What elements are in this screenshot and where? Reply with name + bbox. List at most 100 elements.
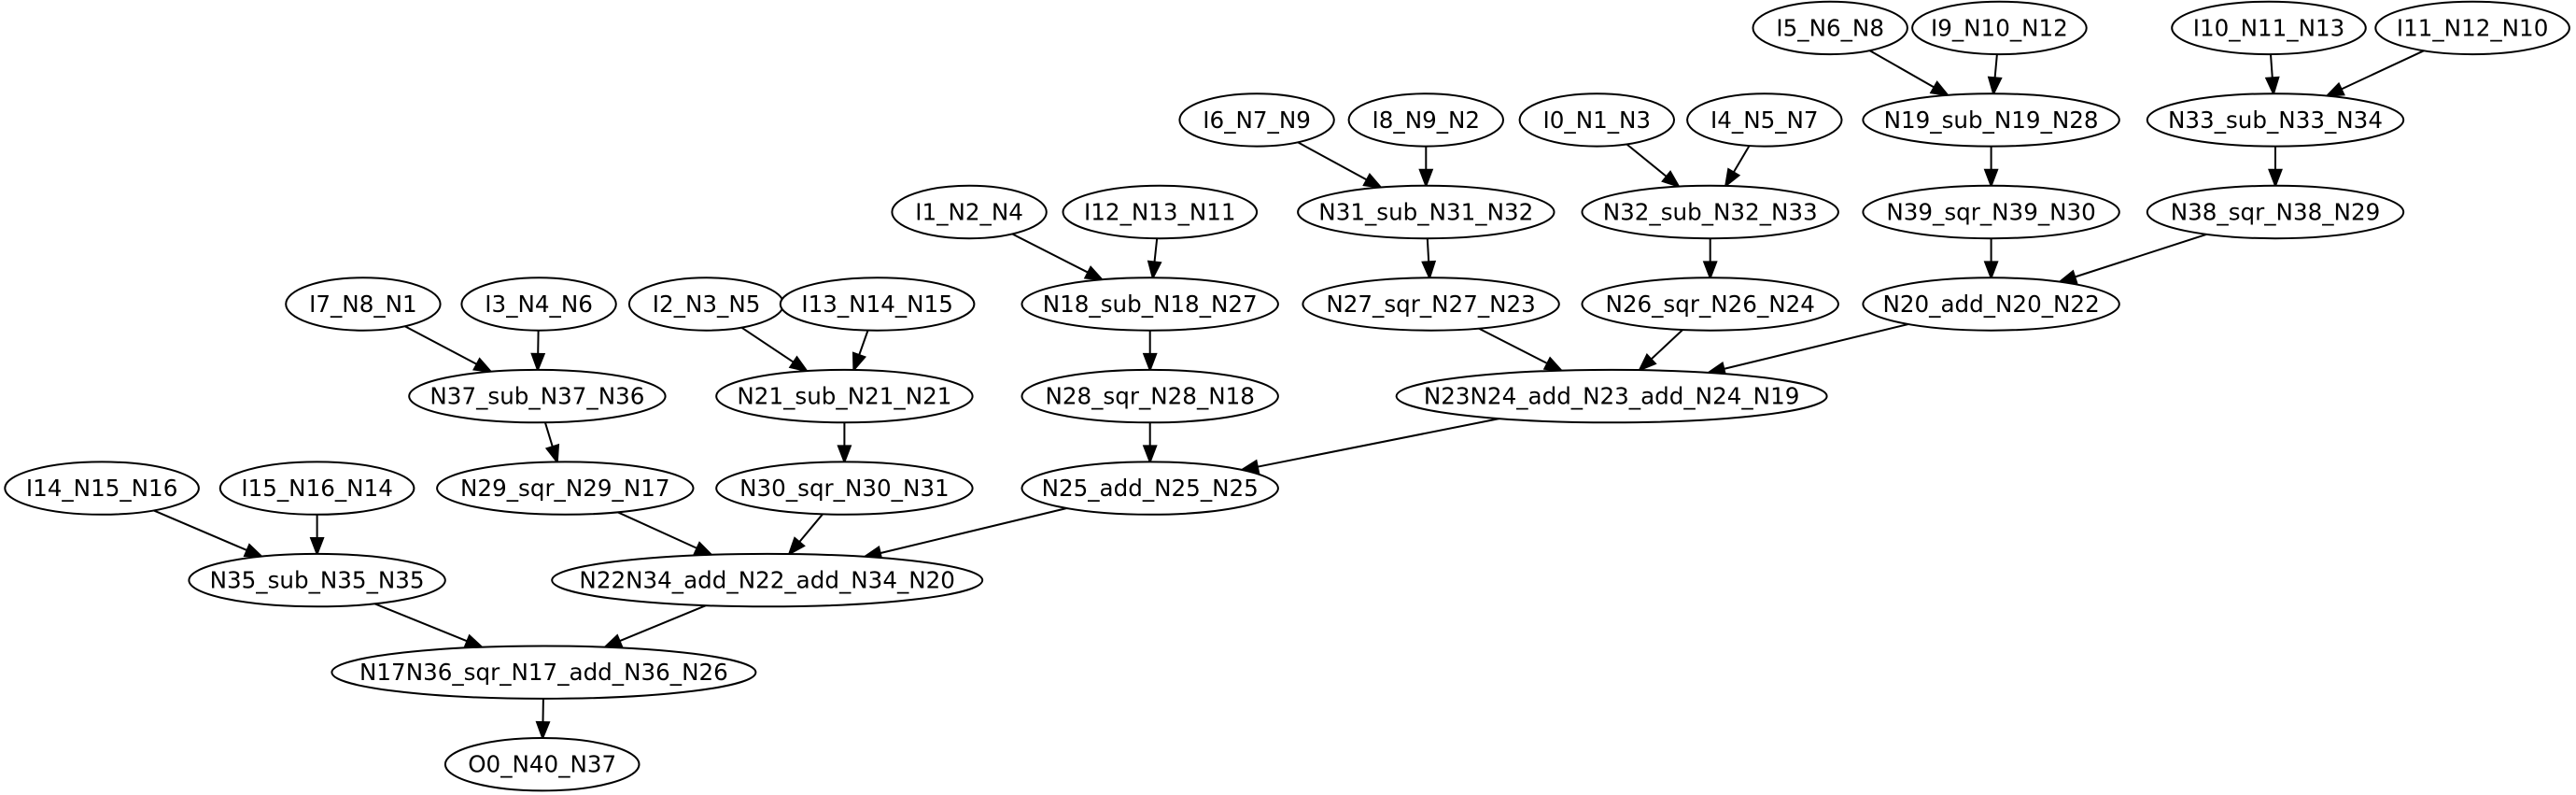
- arrowhead: [1421, 260, 1437, 281]
- node-ellipse: [1862, 277, 2120, 332]
- arrowhead: [1362, 173, 1384, 189]
- node-N18_sub_N18_N27: N18_sub_N18_N27: [1021, 277, 1279, 332]
- node-ellipse: [2374, 0, 2570, 56]
- edge-I13_N14_N15-to-N21_sub_N21_N21: [852, 330, 869, 373]
- arrowhead: [1418, 168, 1434, 189]
- node-label: N22N34_add_N22_add_N34_N20: [579, 567, 955, 594]
- edge-line: [543, 421, 554, 447]
- edge-N21_sub_N21_N21-to-N30_sqr_N30_N31: [837, 422, 852, 465]
- arrowhead: [1147, 260, 1162, 281]
- edge-N39_sqr_N39_N30-to-N20_add_N20_N22: [1983, 238, 1999, 281]
- node-ellipse: [2146, 184, 2405, 240]
- arrowhead: [1987, 76, 2003, 97]
- edge-I9_N10_N12-to-N19_sub_N19_N28: [1987, 54, 2003, 97]
- node-N38_sqr_N38_N29: N38_sqr_N38_N29: [2146, 184, 2405, 240]
- node-label: N38_sqr_N38_N29: [2171, 199, 2381, 226]
- arrowhead: [1142, 445, 1158, 465]
- node-N21_sub_N21_N21: N21_sub_N21_N21: [715, 368, 974, 424]
- node-N22N34_add_N22_add_N34_N20: N22N34_add_N22_add_N34_N20: [551, 552, 984, 608]
- edge-N22N34_add_N22_add_N34_N20-to-N17N36_sqr_N17_add_N36_N26: [602, 604, 707, 648]
- node-I2_N3_N5: I2_N3_N5: [627, 277, 785, 332]
- node-I7_N8_N1: I7_N8_N1: [285, 277, 442, 332]
- arrowhead: [1142, 352, 1158, 373]
- node-ellipse: [551, 552, 984, 608]
- node-label: N28_sqr_N28_N18: [1045, 383, 1255, 410]
- edge-line: [1297, 141, 1368, 181]
- node-ellipse: [1581, 184, 1839, 240]
- edge-line: [1732, 145, 1751, 173]
- edge-line: [2341, 50, 2425, 91]
- edge-N25_add_N25_N25-to-N22N34_add_N22_add_N34_N20: [862, 507, 1067, 561]
- edge-line: [619, 604, 707, 643]
- node-N31_sub_N31_N32: N31_sub_N31_N32: [1297, 184, 1555, 240]
- edge-I0_N1_N3-to-N32_sub_N32_N33: [1626, 143, 1682, 189]
- node-ellipse: [779, 277, 976, 332]
- node-N33_sub_N33_N34: N33_sub_N33_N34: [2146, 92, 2405, 148]
- node-label: N19_sub_N19_N28: [1884, 106, 2099, 134]
- node-label: N23N24_add_N23_add_N24_N19: [1424, 383, 1800, 410]
- edge-N23N24_add_N23_add_N24_N19-to-N25_add_N25_N25: [1239, 418, 1499, 475]
- node-ellipse: [1178, 92, 1335, 148]
- node-label: N33_sub_N33_N34: [2168, 106, 2383, 134]
- arrowhead: [2057, 269, 2078, 284]
- edge-line: [858, 330, 869, 356]
- node-label: I6_N7_N9: [1203, 106, 1311, 134]
- node-ellipse: [2171, 0, 2367, 56]
- edge-I3_N4_N6-to-N37_sub_N37_N36: [530, 330, 546, 373]
- node-N32_sub_N32_N33: N32_sub_N32_N33: [1581, 184, 1839, 240]
- node-label: I13_N14_N15: [801, 291, 953, 318]
- node-N28_sqr_N28_N18: N28_sqr_N28_N18: [1021, 368, 1279, 424]
- node-ellipse: [1395, 368, 1828, 424]
- node-N25_add_N25_N25: N25_add_N25_N25: [1021, 461, 1279, 516]
- node-ellipse: [1752, 0, 1908, 56]
- node-N23N24_add_N23_add_N24_N19: N23N24_add_N23_add_N24_N19: [1395, 368, 1828, 424]
- node-label: N18_sub_N18_N27: [1043, 291, 1258, 318]
- arrowhead: [535, 720, 551, 741]
- edge-line: [1257, 418, 1499, 468]
- edge-line: [617, 511, 697, 549]
- edge-line: [2074, 233, 2207, 278]
- node-ellipse: [1347, 92, 1505, 148]
- arrowhead: [243, 543, 264, 558]
- node-I3_N4_N6: I3_N4_N6: [460, 277, 617, 332]
- edge-N26_sqr_N26_N24-to-N23N24_add_N23_add_N24_N19: [1637, 329, 1683, 373]
- arrowhead: [2268, 168, 2283, 189]
- node-I14_N15_N16: I14_N15_N16: [4, 461, 200, 516]
- node-ellipse: [1021, 277, 1279, 332]
- node-label: I10_N11_N13: [2193, 14, 2345, 41]
- node-ellipse: [1686, 92, 1843, 148]
- node-label: I7_N8_N1: [309, 291, 417, 318]
- arrowhead: [837, 445, 852, 465]
- node-N20_add_N20_N22: N20_add_N20_N22: [1862, 277, 2120, 332]
- arrowhead: [1542, 356, 1564, 372]
- node-N29_sqr_N29_N17: N29_sqr_N29_N17: [436, 461, 695, 516]
- node-ellipse: [1021, 368, 1279, 424]
- edge-N29_sqr_N29_N17-to-N22N34_add_N22_add_N34_N20: [617, 511, 714, 557]
- edge-line: [374, 603, 468, 643]
- edge-I6_N7_N9-to-N31_sub_N31_N32: [1297, 141, 1384, 189]
- edge-line: [1724, 323, 1909, 370]
- arrowhead: [463, 633, 485, 648]
- node-ellipse: [1062, 184, 1259, 240]
- node-ellipse: [1862, 184, 2120, 240]
- edge-I12_N13_N11-to-N18_sub_N18_N27: [1147, 237, 1162, 281]
- edge-line: [1650, 329, 1683, 361]
- edge-line: [1993, 54, 1998, 78]
- node-N27_sqr_N27_N23: N27_sqr_N27_N23: [1302, 277, 1560, 332]
- arrowhead: [309, 537, 325, 557]
- node-ellipse: [2146, 92, 2405, 148]
- edge-N30_sqr_N30_N31-to-N22N34_add_N22_add_N34_N20: [787, 513, 823, 557]
- edge-line: [1153, 237, 1159, 263]
- node-ellipse: [1911, 0, 2088, 56]
- node-ellipse: [436, 461, 695, 516]
- node-ellipse: [715, 461, 974, 516]
- node-ellipse: [285, 277, 442, 332]
- node-label: N17N36_sqr_N17_add_N36_N26: [359, 659, 728, 686]
- edge-I8_N9_N2-to-N31_sub_N31_N32: [1418, 146, 1434, 189]
- node-N30_sqr_N30_N31: N30_sqr_N30_N31: [715, 461, 974, 516]
- edge-I15_N16_N14-to-N35_sub_N35_N35: [309, 514, 325, 557]
- node-N17N36_sqr_N17_add_N36_N26: N17N36_sqr_N17_add_N36_N26: [331, 645, 757, 700]
- node-I13_N14_N15: I13_N14_N15: [779, 277, 976, 332]
- node-I11_N12_N10: I11_N12_N10: [2374, 0, 2570, 56]
